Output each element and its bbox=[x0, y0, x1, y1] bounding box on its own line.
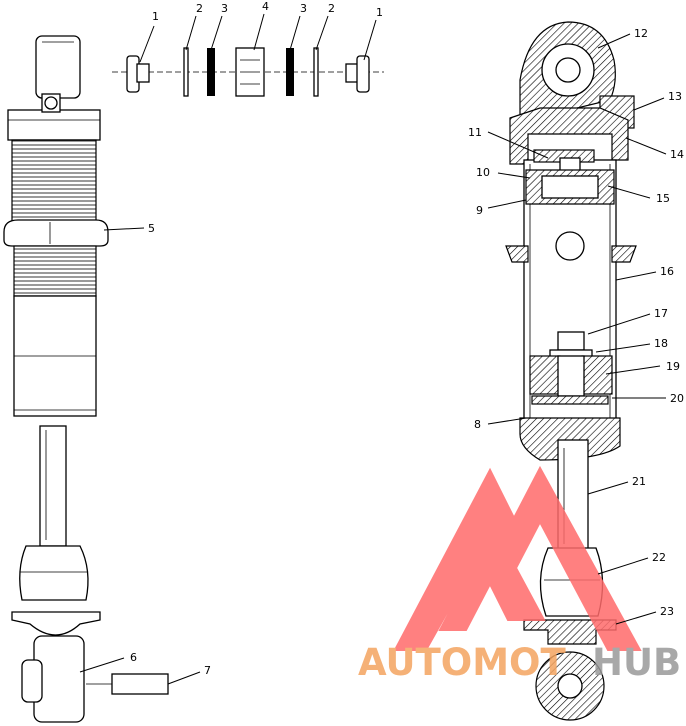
callout-label: 16 bbox=[660, 265, 674, 278]
callout-label: 17 bbox=[654, 307, 668, 320]
watermark-text-right: HUB bbox=[592, 641, 681, 684]
callout-label: 1 bbox=[152, 10, 159, 23]
watermark-text-left: AUTOMOT bbox=[358, 641, 567, 684]
callout-label: 14 bbox=[670, 148, 684, 161]
callout-labels: 1 2 3 4 3 2 1 5 6 7 12 13 11 14 10 15 9 … bbox=[130, 0, 684, 677]
callout-label: 18 bbox=[654, 337, 668, 350]
callout-label: 5 bbox=[148, 222, 155, 235]
assembled-shock bbox=[3, 35, 169, 723]
callout-label: 6 bbox=[130, 651, 137, 664]
callout-label: 13 bbox=[668, 90, 682, 103]
exploded-bushing-parts bbox=[112, 47, 384, 97]
callout-label: 2 bbox=[196, 2, 203, 15]
callout-label: 1 bbox=[376, 6, 383, 19]
callout-label: 12 bbox=[634, 27, 648, 40]
automotohub-watermark: AUTOMOT HUB bbox=[358, 465, 681, 684]
callout-label: 23 bbox=[660, 605, 674, 618]
callout-label: 15 bbox=[656, 192, 670, 205]
leader-lines bbox=[79, 13, 667, 685]
callout-label: 7 bbox=[204, 664, 211, 677]
callout-label: 10 bbox=[476, 166, 490, 179]
callout-label: 8 bbox=[474, 418, 481, 431]
watermark-logo-icon bbox=[393, 465, 642, 651]
callout-label: 3 bbox=[300, 2, 307, 15]
callout-label: 21 bbox=[632, 475, 646, 488]
callout-label: 3 bbox=[221, 2, 228, 15]
callout-label: 4 bbox=[262, 0, 269, 13]
callout-label: 19 bbox=[666, 360, 680, 373]
callout-label: 9 bbox=[476, 204, 483, 217]
callout-label: 2 bbox=[328, 2, 335, 15]
cutaway-shock bbox=[505, 21, 637, 721]
callout-label: 22 bbox=[652, 551, 666, 564]
callout-label: 11 bbox=[468, 126, 482, 139]
callout-label: 20 bbox=[670, 392, 684, 405]
